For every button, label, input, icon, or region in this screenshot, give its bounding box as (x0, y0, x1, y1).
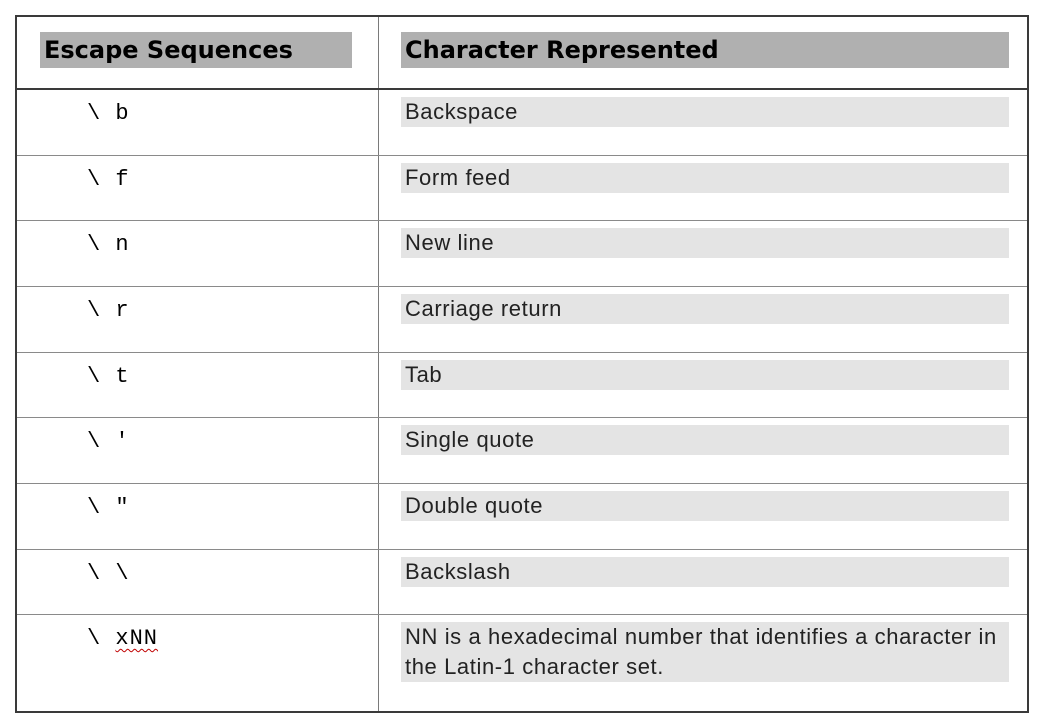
row-divider (17, 286, 1027, 287)
row-divider (17, 352, 1027, 353)
character-description: Backslash (401, 557, 1009, 587)
header-escape-sequences: Escape Sequences (40, 32, 352, 68)
escape-code: \ " (87, 495, 130, 520)
character-description: Single quote (401, 425, 1009, 455)
escape-code: \ ' (87, 429, 130, 454)
row-divider (17, 155, 1027, 156)
row-divider (17, 417, 1027, 418)
character-description: Carriage return (401, 294, 1009, 324)
escape-code: \ n (87, 232, 130, 257)
character-description: New line (401, 228, 1009, 258)
row-divider (17, 549, 1027, 550)
escape-code: \ r (87, 298, 130, 323)
escape-code: \ f (87, 167, 130, 192)
row-divider (17, 220, 1027, 221)
character-description: NN is a hexadecimal number that identifi… (401, 622, 1009, 682)
character-description: Form feed (401, 163, 1009, 193)
escape-code: \ t (87, 364, 130, 389)
escape-code: \ b (87, 101, 130, 126)
escape-code: \ xNN (87, 626, 159, 651)
character-description: Double quote (401, 491, 1009, 521)
character-description: Tab (401, 360, 1009, 390)
escape-sequences-table: Escape Sequences Character Represented \… (15, 15, 1029, 713)
escape-code: \ \ (87, 561, 130, 586)
row-divider (17, 483, 1027, 484)
character-description: Backspace (401, 97, 1009, 127)
header-character-represented: Character Represented (401, 32, 1009, 68)
header-divider (17, 88, 1027, 90)
column-divider (378, 17, 379, 711)
row-divider (17, 614, 1027, 615)
